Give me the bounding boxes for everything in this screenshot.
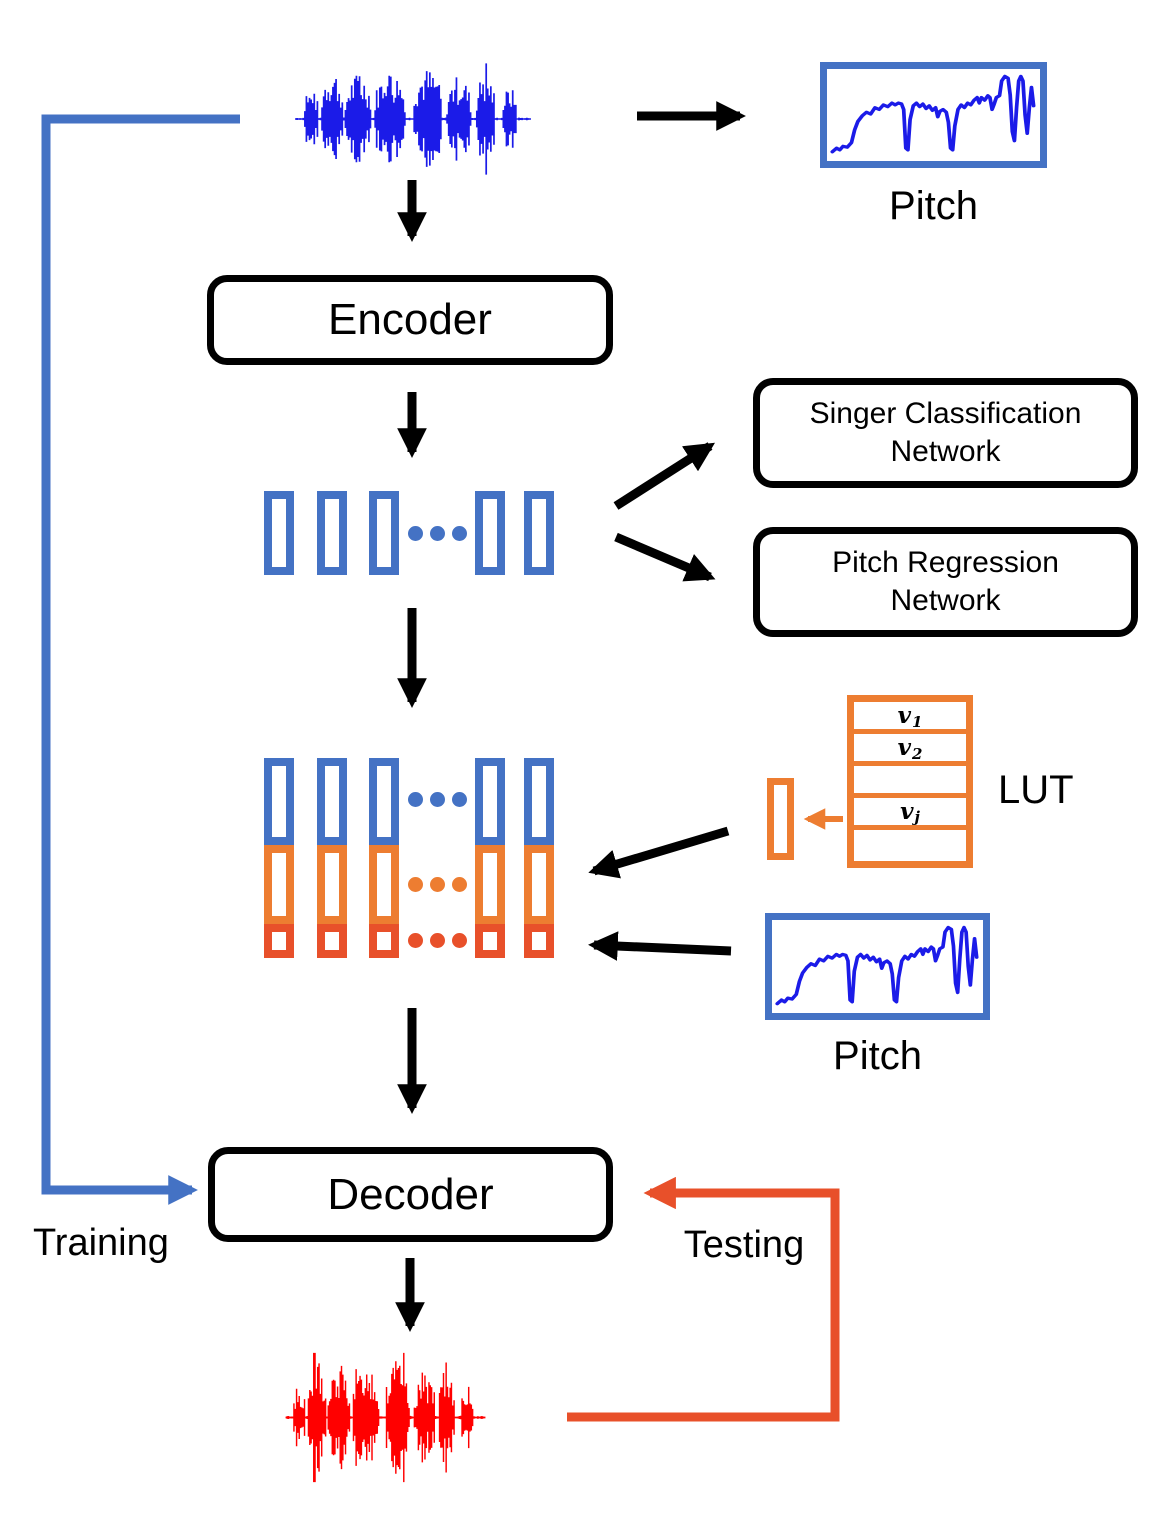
pitch-bottom-label: Pitch: [833, 1034, 922, 1078]
ellipsis-red: [408, 933, 467, 948]
pitch-curve: [775, 925, 979, 1006]
input-audio-waveform: [292, 55, 534, 183]
lut-row-label: v: [897, 702, 911, 729]
concat-token-column: [524, 758, 554, 958]
ellipsis-blue: [408, 792, 467, 807]
lut-row-label: v: [897, 734, 911, 761]
embedding-token: [475, 491, 505, 575]
pitch-contour-bottom: [765, 913, 990, 1020]
pitch-contour-top: [820, 62, 1047, 168]
training-label: Training: [33, 1222, 169, 1264]
output-audio-waveform: [283, 1350, 488, 1485]
ellipsis-blue: [408, 526, 467, 541]
concat-token-column: [369, 758, 399, 958]
training-path-arrow: [41, 114, 240, 1205]
embedding-token: [524, 491, 554, 575]
decoder-label: Decoder: [327, 1169, 494, 1219]
pitch-curve: [830, 74, 1036, 154]
pitch-top-label: Pitch: [889, 184, 978, 228]
lut-row-subscript: 2: [911, 744, 923, 763]
concat-token-column: [317, 758, 347, 958]
lut-row-subscript: j: [914, 808, 920, 826]
singer-classification-label: Singer Classification Network: [809, 397, 1082, 468]
concat-token-column: [475, 758, 505, 958]
singer-classification-box: Singer Classification Network: [753, 378, 1138, 488]
encoder-box: Encoder: [207, 275, 613, 365]
decoder-box: Decoder: [208, 1147, 613, 1242]
pitch-regression-box: Pitch Regression Network: [753, 527, 1138, 637]
testing-label: Testing: [683, 1224, 805, 1266]
arrow-lut-to-concat: [588, 826, 730, 879]
arrow-pitch-to-concat: [588, 931, 732, 961]
embedding-token: [369, 491, 399, 575]
lut-row-label: v: [900, 797, 914, 825]
ellipsis-orange: [408, 877, 467, 892]
lut-row: [854, 766, 966, 798]
selected-embedding-vector: [767, 778, 794, 860]
embedding-token: [317, 491, 347, 575]
lut-label: LUT: [998, 768, 1074, 812]
arrow-embeddings-to-pitch-network: [614, 532, 716, 582]
concat-token-column: [264, 758, 294, 958]
lut-row-subscript: 1: [911, 712, 923, 731]
embedding-token: [264, 491, 294, 575]
lut-row: [854, 830, 966, 862]
encoder-label: Encoder: [328, 295, 492, 344]
pitch-regression-label: Pitch Regression Network: [832, 546, 1059, 617]
arrow-embeddings-to-singer-network: [613, 442, 716, 510]
